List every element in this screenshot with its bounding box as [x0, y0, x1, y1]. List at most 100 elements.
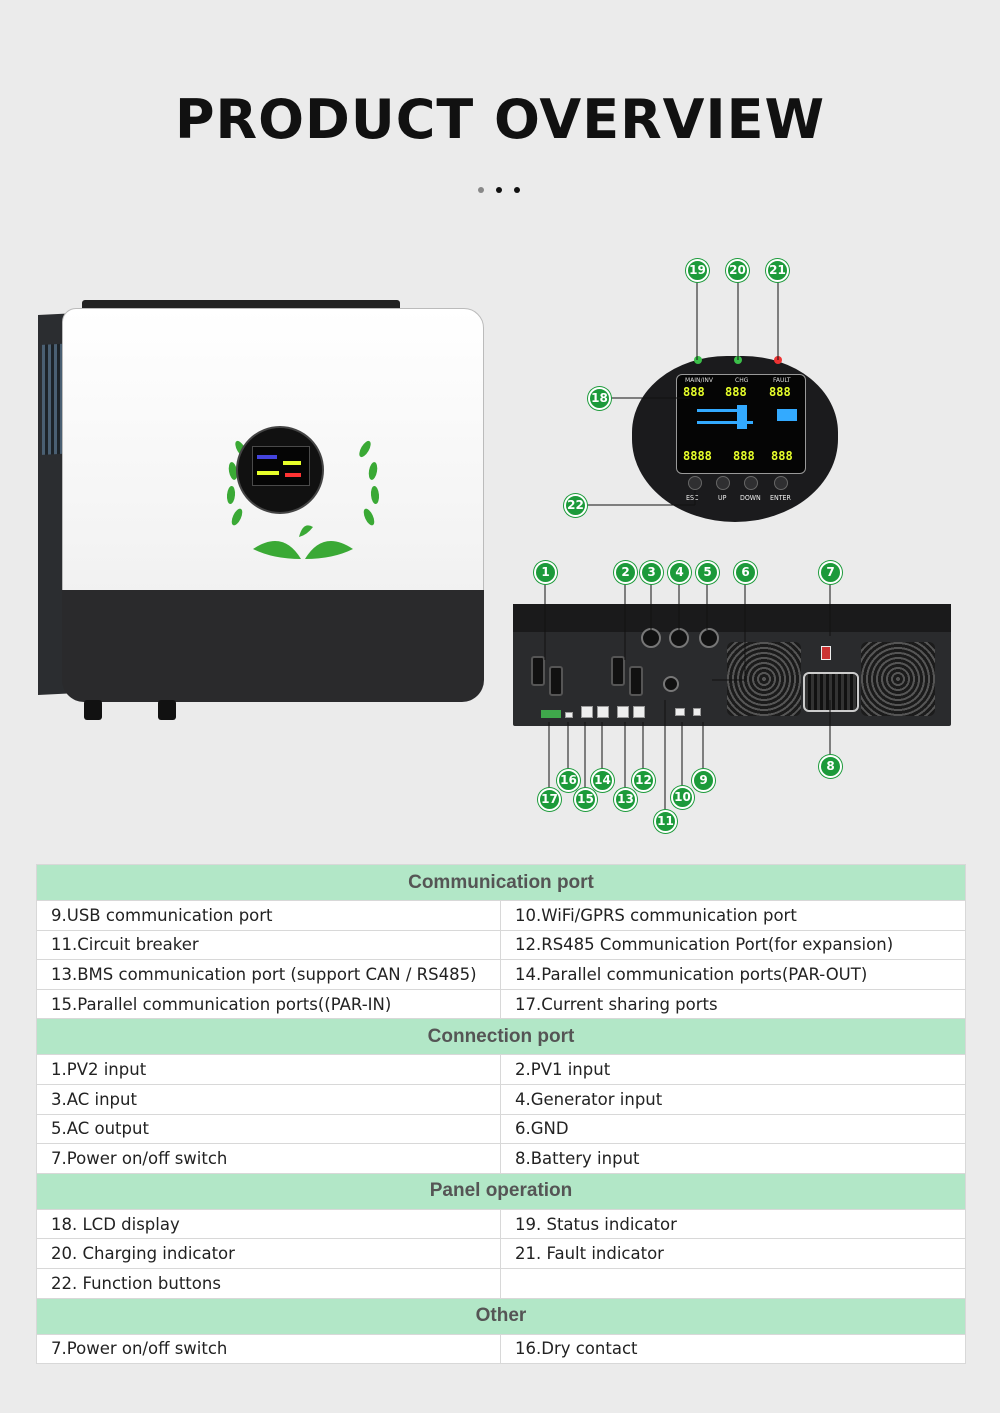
control-panel-image: MAIN/INV CHG FAULT 888 888 888 8888 888 … [632, 356, 842, 524]
callout-badge: 14 [591, 769, 614, 792]
enter-label: ENTER [770, 494, 791, 502]
callout-badge: 4 [668, 561, 691, 584]
down-button[interactable] [744, 476, 758, 490]
lcd-display: MAIN/INV CHG FAULT 888 888 888 8888 888 … [676, 374, 806, 474]
section-header-row: Panel operation [36, 1172, 966, 1210]
lcd-reading: 888 [683, 385, 705, 399]
dot [496, 187, 502, 193]
bms-port [617, 706, 629, 718]
table-cell: 5.AC output [36, 1113, 501, 1145]
pv2-connector [549, 666, 563, 696]
table-cell: 6.GND [500, 1113, 966, 1145]
dot [514, 187, 520, 193]
mount-foot [158, 700, 176, 720]
bottom-ports-image [513, 604, 953, 730]
callout-badge: 21 [766, 259, 789, 282]
callout-badge: 13 [614, 788, 637, 811]
ac-output-port [699, 628, 719, 648]
status-indicator-light [694, 356, 702, 364]
callout-badge: 20 [726, 259, 749, 282]
lcd-house-icon [777, 409, 797, 421]
table-cell: 10.WiFi/GPRS communication port [500, 900, 966, 931]
circuit-breaker [663, 676, 679, 692]
callout-badge: 7 [819, 561, 842, 584]
lcd-reading: 888 [725, 385, 747, 399]
page-indicator-dots [478, 178, 520, 197]
callout-badge: 3 [640, 561, 663, 584]
table-cell: 9.USB communication port [36, 900, 501, 931]
callout-badge: 12 [632, 769, 655, 792]
wifi-port [675, 708, 685, 716]
current-sharing-terminal [541, 710, 561, 718]
up-label: UP [718, 494, 727, 502]
lcd-reading: 888 [771, 449, 793, 463]
table-cell: 22. Function buttons [36, 1267, 501, 1299]
callout-badge: 5 [696, 561, 719, 584]
par-out-port [597, 706, 609, 718]
enter-button[interactable] [774, 476, 788, 490]
generator-input-port [669, 628, 689, 648]
table-cell: 8.Battery input [500, 1143, 966, 1174]
indicator-label: FAULT [773, 377, 791, 384]
table-cell: 11.Circuit breaker [36, 929, 501, 961]
callout-badge: 1 [534, 561, 557, 584]
lcd-reading: 8888 [683, 449, 712, 463]
table-cell: 12.RS485 Communication Port(for expansio… [500, 929, 966, 961]
inverter-display-mini [236, 426, 324, 514]
inverter-bottom-cover [62, 590, 484, 702]
section-header-row: Connection port [36, 1018, 966, 1056]
dry-contact-port [565, 712, 573, 718]
callout-badge: 10 [671, 786, 694, 809]
table-cell: 18. LCD display [36, 1208, 501, 1240]
table-cell: 17.Current sharing ports [500, 988, 966, 1020]
table-cell: 13.BMS communication port (support CAN /… [36, 959, 501, 990]
callout-badge: 6 [734, 561, 757, 584]
power-switch [821, 646, 831, 660]
table-cell: 4.Generator input [500, 1083, 966, 1115]
esc-label: ESC [686, 494, 699, 502]
section-title: Connection port [36, 1018, 966, 1056]
table-cell: 19. Status indicator [500, 1208, 966, 1240]
callout-badge: 15 [574, 788, 597, 811]
laurel-logo-icon [226, 440, 380, 559]
callout-badge: 17 [538, 788, 561, 811]
bottom-rim [513, 604, 951, 632]
up-button[interactable] [716, 476, 730, 490]
callout-badge: 19 [686, 259, 709, 282]
callout-badge: 11 [654, 810, 677, 833]
lcd-reading: 888 [733, 449, 755, 463]
page-title: PRODUCT OVERVIEW [174, 88, 826, 151]
cooling-fan [727, 642, 801, 716]
pv2-connector [531, 656, 545, 686]
pv1-connector [611, 656, 625, 686]
table-row: 22. Function buttons [36, 1267, 966, 1299]
rs485-port [633, 706, 645, 718]
table-cell: 2.PV1 input [500, 1054, 966, 1085]
table-cell: 20. Charging indicator [36, 1238, 501, 1269]
indicator-label: CHG [735, 377, 749, 384]
fault-indicator-light [774, 356, 782, 364]
section-title: Communication port [36, 864, 966, 901]
usb-port [693, 708, 701, 716]
lcd-flow-line [697, 409, 737, 412]
battery-connector [803, 672, 859, 712]
mini-lcd [252, 446, 310, 486]
esc-button[interactable] [688, 476, 702, 490]
table-cell: 14.Parallel communication ports(PAR-OUT) [500, 959, 966, 990]
callout-badge: 22 [564, 494, 587, 517]
lcd-reading: 888 [769, 385, 791, 399]
mount-foot [84, 700, 102, 720]
callout-badge: 2 [614, 561, 637, 584]
callout-badge: 9 [692, 769, 715, 792]
table-cell [500, 1267, 966, 1299]
table-cell: 1.PV2 input [36, 1054, 501, 1085]
section-title: Panel operation [36, 1172, 966, 1210]
